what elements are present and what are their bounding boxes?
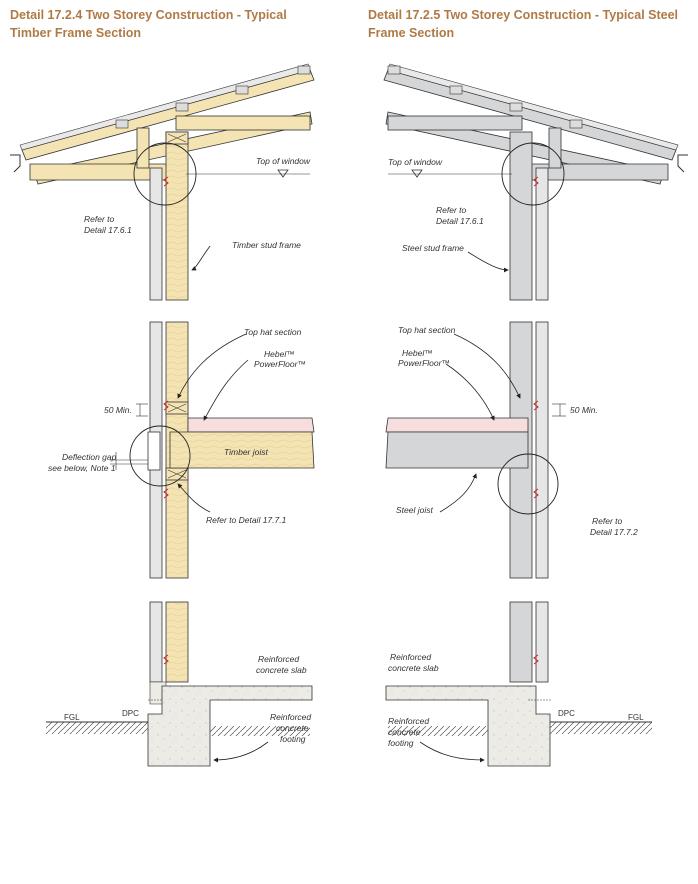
left-floor-junction — [110, 321, 315, 579]
left-refer-detail-label-2: Detail 17.6.1 — [84, 225, 132, 235]
right-joist-label: Steel joist — [396, 505, 433, 515]
left-deflection-note-label: see below, Note 1 — [48, 463, 116, 473]
right-roof — [383, 63, 688, 185]
left-dpc-label: DPC — [122, 709, 139, 718]
left-stud-frame-label: Timber stud frame — [232, 240, 301, 250]
left-deflection-label: Deflection gap — [62, 452, 117, 462]
left-refer-detail-label: Refer to — [84, 214, 115, 224]
right-title-line2: Frame Section — [368, 26, 455, 40]
right-hebel-label: Hebel™ — [402, 348, 433, 358]
right-leaders — [419, 251, 521, 763]
right-50min-label: 50 Min. — [570, 405, 598, 415]
right-footing-label-2: concrete — [388, 727, 421, 737]
left-footing-label-3: footing — [280, 734, 306, 744]
right-top-hat-label: Top hat section — [398, 325, 456, 335]
right-refer-floor-label-2: Detail 17.7.2 — [590, 527, 638, 537]
left-slab-label: Reinforced — [258, 654, 299, 664]
left-footing-label: Reinforced — [270, 712, 311, 722]
right-top-of-window-label: Top of window — [388, 157, 443, 167]
left-hebel-label: Hebel™ — [264, 349, 295, 359]
right-ground-junction — [385, 601, 652, 767]
right-detail-title: Detail 17.2.5 Two Storey Construction - … — [368, 6, 698, 42]
left-50min-label: 50 Min. — [104, 405, 132, 415]
right-title-line1: Detail 17.2.5 Two Storey Construction - … — [368, 8, 679, 22]
left-detail-title: Detail 17.2.4 Two Storey Construction - … — [10, 6, 330, 42]
right-stud-frame-label: Steel stud frame — [402, 243, 464, 253]
right-refer-detail-label-2: Detail 17.6.1 — [436, 216, 484, 226]
right-floor-junction — [385, 321, 566, 579]
right-footing-label: Reinforced — [388, 716, 429, 726]
left-timber-section: Top of window Refer to Detail 17.6.1 Tim… — [10, 63, 315, 767]
right-dpc-label: DPC — [558, 709, 575, 718]
left-upper-wall — [133, 131, 310, 301]
right-refer-detail-label: Refer to — [436, 205, 467, 215]
left-fgl-label: FGL — [64, 713, 80, 722]
left-joist-label: Timber joist — [224, 447, 268, 457]
left-top-of-window-label: Top of window — [256, 156, 311, 166]
left-ground-junction — [46, 601, 313, 767]
left-title-line2: Timber Frame Section — [10, 26, 142, 40]
right-slab-label: Reinforced — [390, 652, 431, 662]
right-powerfloor-label: PowerFloor™ — [398, 358, 450, 368]
left-roof — [10, 63, 315, 185]
left-footing-label-2: concrete — [276, 723, 309, 733]
right-footing-label-3: footing — [388, 738, 414, 748]
right-upper-wall — [388, 131, 565, 301]
left-top-hat-label: Top hat section — [244, 327, 302, 337]
right-slab-label-2: concrete slab — [388, 663, 439, 673]
left-slab-label-2: concrete slab — [256, 665, 307, 675]
right-fgl-label: FGL — [628, 713, 644, 722]
left-powerfloor-label: PowerFloor™ — [254, 359, 306, 369]
right-steel-section: Top of window Refer to Detail 17.6.1 Ste… — [383, 63, 688, 767]
left-refer-floor-label: Refer to Detail 17.7.1 — [206, 515, 287, 525]
left-title-line1: Detail 17.2.4 Two Storey Construction - … — [10, 8, 287, 22]
right-refer-floor-label: Refer to — [592, 516, 623, 526]
left-leaders — [177, 245, 269, 763]
